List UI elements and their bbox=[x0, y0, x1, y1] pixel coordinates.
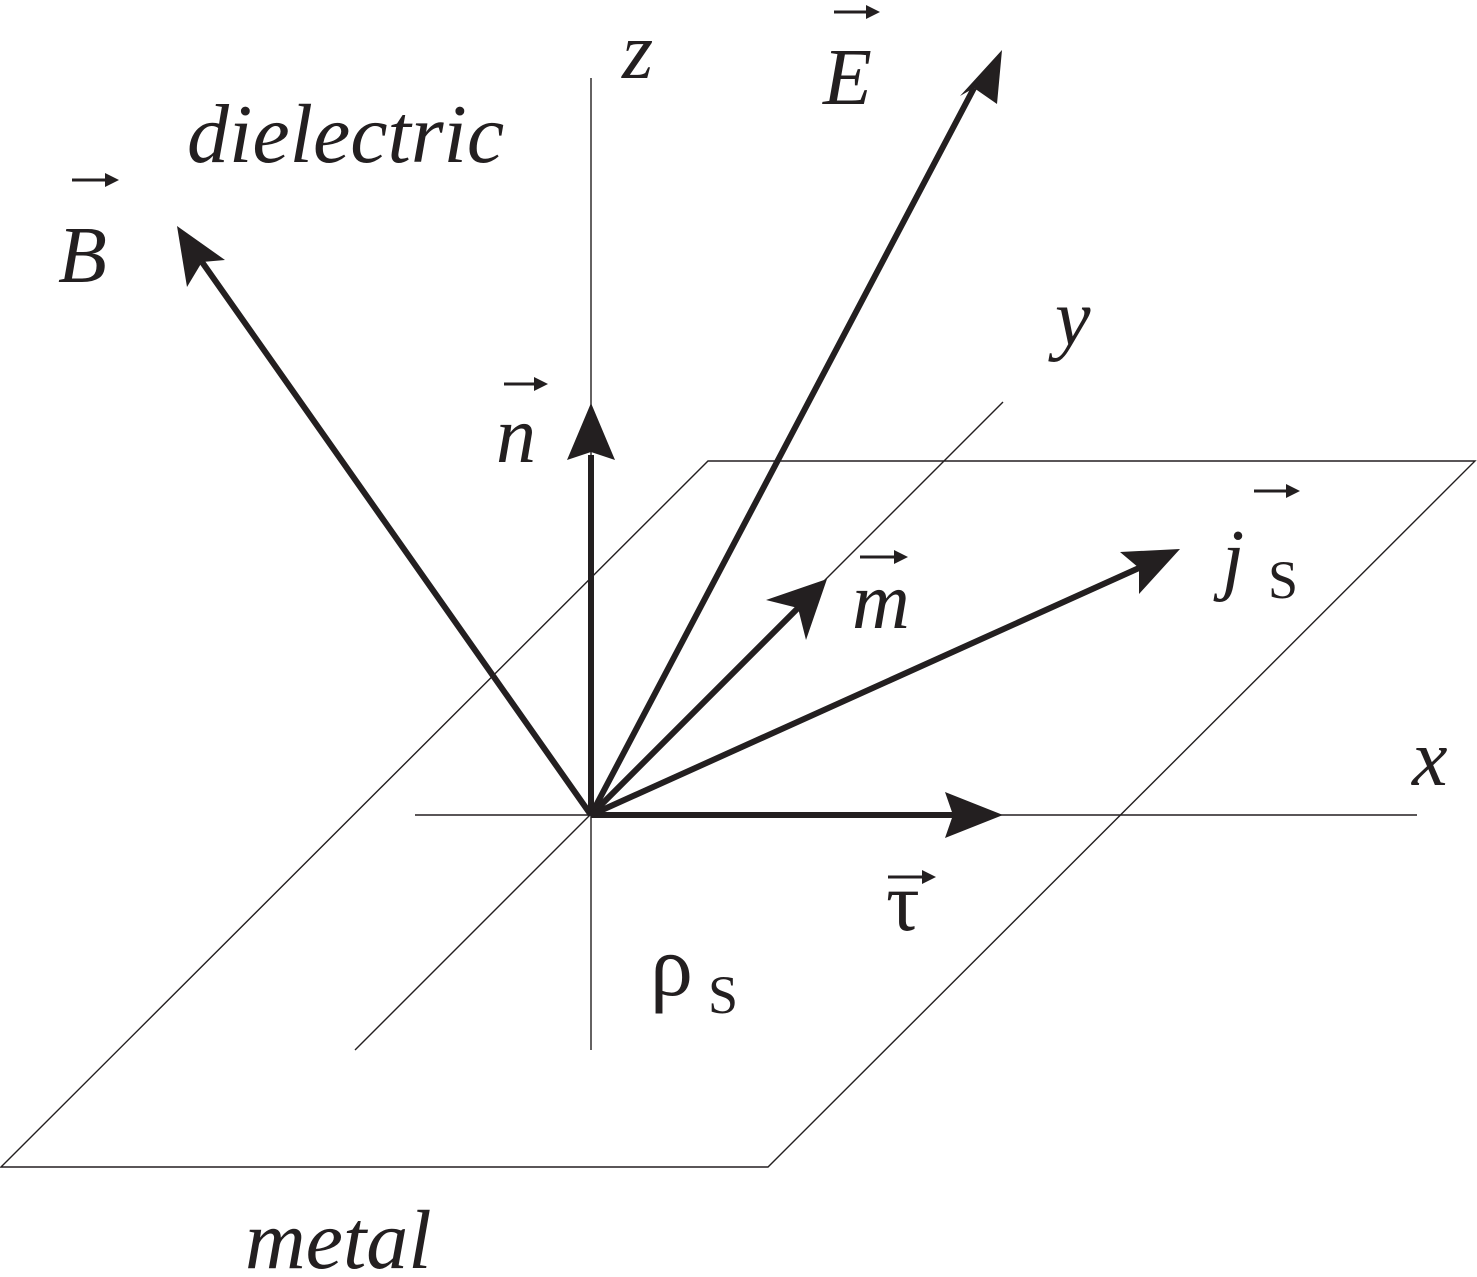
m-vector bbox=[588, 579, 827, 818]
b-label: B bbox=[58, 173, 119, 300]
y-axis-label: y bbox=[1048, 275, 1091, 363]
metal-label: metal bbox=[245, 1194, 432, 1277]
rho-subscript: S bbox=[708, 965, 738, 1025]
m-letter: m bbox=[852, 558, 910, 646]
rho-s-label: ρ S bbox=[650, 918, 738, 1025]
tau-letter: τ bbox=[886, 856, 920, 949]
rho-letter: ρ bbox=[650, 918, 693, 1014]
n-letter: n bbox=[496, 392, 536, 480]
n-label: n bbox=[496, 377, 548, 480]
tau-label: τ bbox=[886, 856, 936, 949]
e-vector bbox=[588, 50, 1002, 817]
metal-surface-plane bbox=[0, 460, 1477, 1168]
js-label: j S bbox=[1213, 484, 1300, 610]
j-subscript: S bbox=[1268, 550, 1298, 610]
z-axis-label: z bbox=[621, 8, 653, 96]
tau-vector bbox=[591, 792, 1003, 838]
j-letter: j bbox=[1213, 515, 1244, 603]
dielectric-label: dielectric bbox=[187, 88, 504, 181]
e-letter: E bbox=[822, 34, 872, 122]
e-label: E bbox=[822, 5, 880, 122]
x-axis-label: x bbox=[1411, 715, 1448, 803]
b-letter: B bbox=[58, 212, 107, 300]
n-vector bbox=[567, 403, 615, 815]
m-label: m bbox=[852, 550, 910, 646]
b-vector bbox=[177, 226, 594, 817]
js-vector bbox=[589, 549, 1180, 818]
